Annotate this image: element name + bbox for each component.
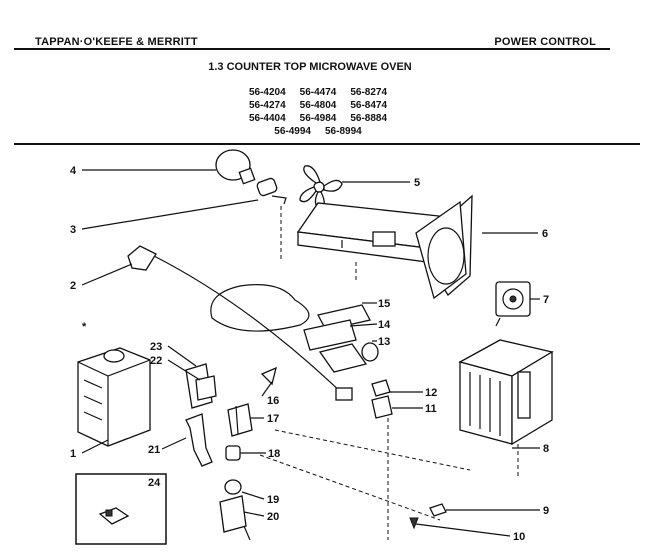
leader-line <box>167 359 201 381</box>
callout-23: 23 <box>150 341 162 353</box>
page-title: 1.3 COUNTER TOP MICROWAVE OVEN <box>208 61 412 73</box>
callout-22: 22 <box>150 355 162 367</box>
model-number: 56-4804 <box>299 100 337 111</box>
callout-14: 14 <box>378 319 391 331</box>
model-number: 56-8884 <box>350 113 388 124</box>
model-number: 56-8474 <box>350 100 388 111</box>
transformer-part <box>458 339 554 478</box>
callout-15: 15 <box>378 298 390 310</box>
callout-17: 17 <box>267 413 279 425</box>
leader-line <box>415 523 511 537</box>
screw-part <box>409 517 419 530</box>
callout-21: 21 <box>148 444 160 456</box>
latch-lever-part <box>185 413 213 467</box>
callout-11: 11 <box>425 403 437 415</box>
spring-clip-part <box>260 366 277 386</box>
model-list: 56-4204 56-4474 56-8274 56-4274 56-4804 … <box>228 86 408 138</box>
leader-line <box>349 323 378 327</box>
callout-18: 18 <box>268 448 280 460</box>
magnetron-part <box>77 347 151 447</box>
assembly-line <box>274 429 471 471</box>
mark: * <box>82 321 87 333</box>
model-row: 56-4204 56-4474 56-8274 <box>228 86 408 99</box>
model-number: 56-8994 <box>325 126 362 137</box>
assembly-line <box>259 454 441 521</box>
fan-blade-part <box>299 165 343 211</box>
leader-line <box>161 437 187 450</box>
callout-3: 3 <box>70 224 76 236</box>
clip-part <box>429 503 447 517</box>
model-number: 56-4474 <box>299 87 337 98</box>
callout-6: 6 <box>542 228 548 240</box>
model-row: 56-4274 56-4804 56-8474 <box>228 99 408 112</box>
callout-9: 9 <box>543 505 549 517</box>
callout-16: 16 <box>267 395 279 407</box>
callout-1: 1 <box>70 448 76 460</box>
callout-12: 12 <box>425 387 437 399</box>
leader-line <box>243 511 265 517</box>
model-row: 56-4994 56-8994 <box>228 125 408 138</box>
switch-actuator-part <box>227 403 253 437</box>
leader-line <box>241 491 265 500</box>
lamp-bulb-part <box>215 149 256 185</box>
leader-line <box>261 381 273 397</box>
callout-2: 2 <box>70 280 76 292</box>
model-number: 56-8274 <box>350 87 388 98</box>
interlock-switch-part <box>371 379 393 540</box>
model-number: 56-4994 <box>274 126 311 137</box>
callout-8: 8 <box>543 443 549 455</box>
callout-13: 13 <box>378 336 390 348</box>
model-number: 56-4984 <box>299 113 337 124</box>
brand-label: TAPPAN·O'KEEFE & MERRITT <box>35 36 198 48</box>
callout-24: 24 <box>148 477 161 489</box>
leader-line <box>81 199 259 230</box>
harness-plug-part <box>335 387 353 401</box>
leader-line <box>81 263 133 286</box>
model-row: 56-4404 56-4984 56-8884 <box>228 112 408 125</box>
model-number: 56-4274 <box>248 100 286 111</box>
callout-7: 7 <box>543 294 549 306</box>
base-chassis-part <box>296 194 473 300</box>
header-rule <box>14 48 610 50</box>
callout-10: 10 <box>513 531 525 543</box>
switch-assembly-part <box>219 479 251 541</box>
capacitor-part <box>303 304 379 373</box>
callout-20: 20 <box>267 511 279 523</box>
model-number: 56-4404 <box>248 113 286 124</box>
lamp-socket-part <box>256 177 287 262</box>
leader-line <box>81 439 109 454</box>
callout-4: 4 <box>70 165 77 177</box>
callout-5: 5 <box>414 177 420 189</box>
callout-19: 19 <box>267 494 279 506</box>
leader-line <box>167 345 197 367</box>
section-label: POWER CONTROL <box>494 36 596 48</box>
inset-box <box>75 473 167 545</box>
fan-motor-part <box>495 281 531 327</box>
thermal-cutout-part <box>127 245 346 397</box>
model-number: 56-4204 <box>248 87 286 98</box>
section-rule <box>14 143 640 145</box>
connector-part <box>225 445 241 461</box>
switch-bracket-part <box>185 363 217 409</box>
